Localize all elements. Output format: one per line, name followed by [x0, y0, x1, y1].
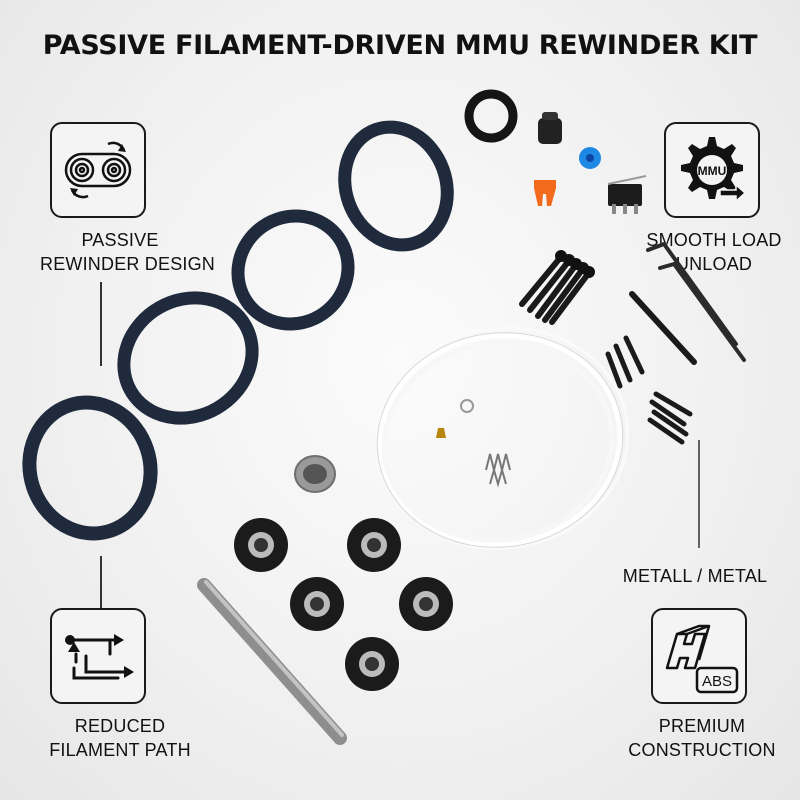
hex-keys — [646, 241, 746, 362]
smooth-load-badge: MMU — [664, 122, 760, 218]
belt-medium — [117, 291, 259, 425]
washer — [460, 399, 474, 413]
reduced-path-label: REDUCED FILAMENT PATH — [49, 716, 191, 760]
micro-switch — [607, 175, 647, 214]
long-bolt — [629, 291, 697, 365]
passive-rewinder-label: PASSIVE REWINDER DESIGN — [40, 230, 216, 274]
steel-shaft — [197, 578, 347, 745]
screws-set-2 — [605, 335, 645, 389]
metal-label: METALL / METAL — [622, 566, 768, 586]
black-fitting — [538, 112, 562, 144]
bearing-3 — [290, 577, 344, 631]
abs-icon-text: ABS — [702, 673, 732, 690]
passive-rewinder-badge — [50, 122, 146, 218]
bearing-5 — [345, 637, 399, 691]
abs-profile-icon: ABS — [665, 624, 739, 694]
ball-bearings — [234, 518, 453, 691]
ptfe-tube — [374, 326, 630, 550]
premium-construction-badge: ABS — [651, 608, 747, 704]
connector-line-bottom-left — [100, 556, 102, 608]
orange-clip — [534, 180, 556, 206]
brass-nozzle — [436, 428, 446, 438]
bearing-2 — [347, 518, 401, 572]
swap-arrows-icon — [65, 634, 134, 680]
premium-construction-label: PREMIUM CONSTRUCTION — [628, 716, 776, 760]
belt-large — [22, 395, 158, 541]
belt-small-1 — [231, 209, 355, 331]
belt-small-2 — [338, 120, 454, 252]
reduced-path-badge — [50, 608, 146, 704]
smooth-load-label: SMOOTH LOAD UNLOAD — [646, 230, 782, 274]
belt-pulley-icon — [64, 141, 132, 199]
spring — [485, 453, 511, 488]
o-ring — [464, 89, 518, 143]
screws-set-3 — [647, 391, 693, 445]
screws-set-1 — [519, 255, 591, 325]
needle-bearing — [294, 455, 336, 493]
gear-mmu-icon: MMU — [681, 137, 747, 203]
page-title: PASSIVE FILAMENT-DRIVEN MMU REWINDER KIT — [42, 30, 758, 61]
mmu-icon-text: MMU — [698, 164, 727, 178]
bearing-1 — [234, 518, 288, 572]
connector-line-top-left — [100, 282, 102, 366]
bearing-4 — [399, 577, 453, 631]
